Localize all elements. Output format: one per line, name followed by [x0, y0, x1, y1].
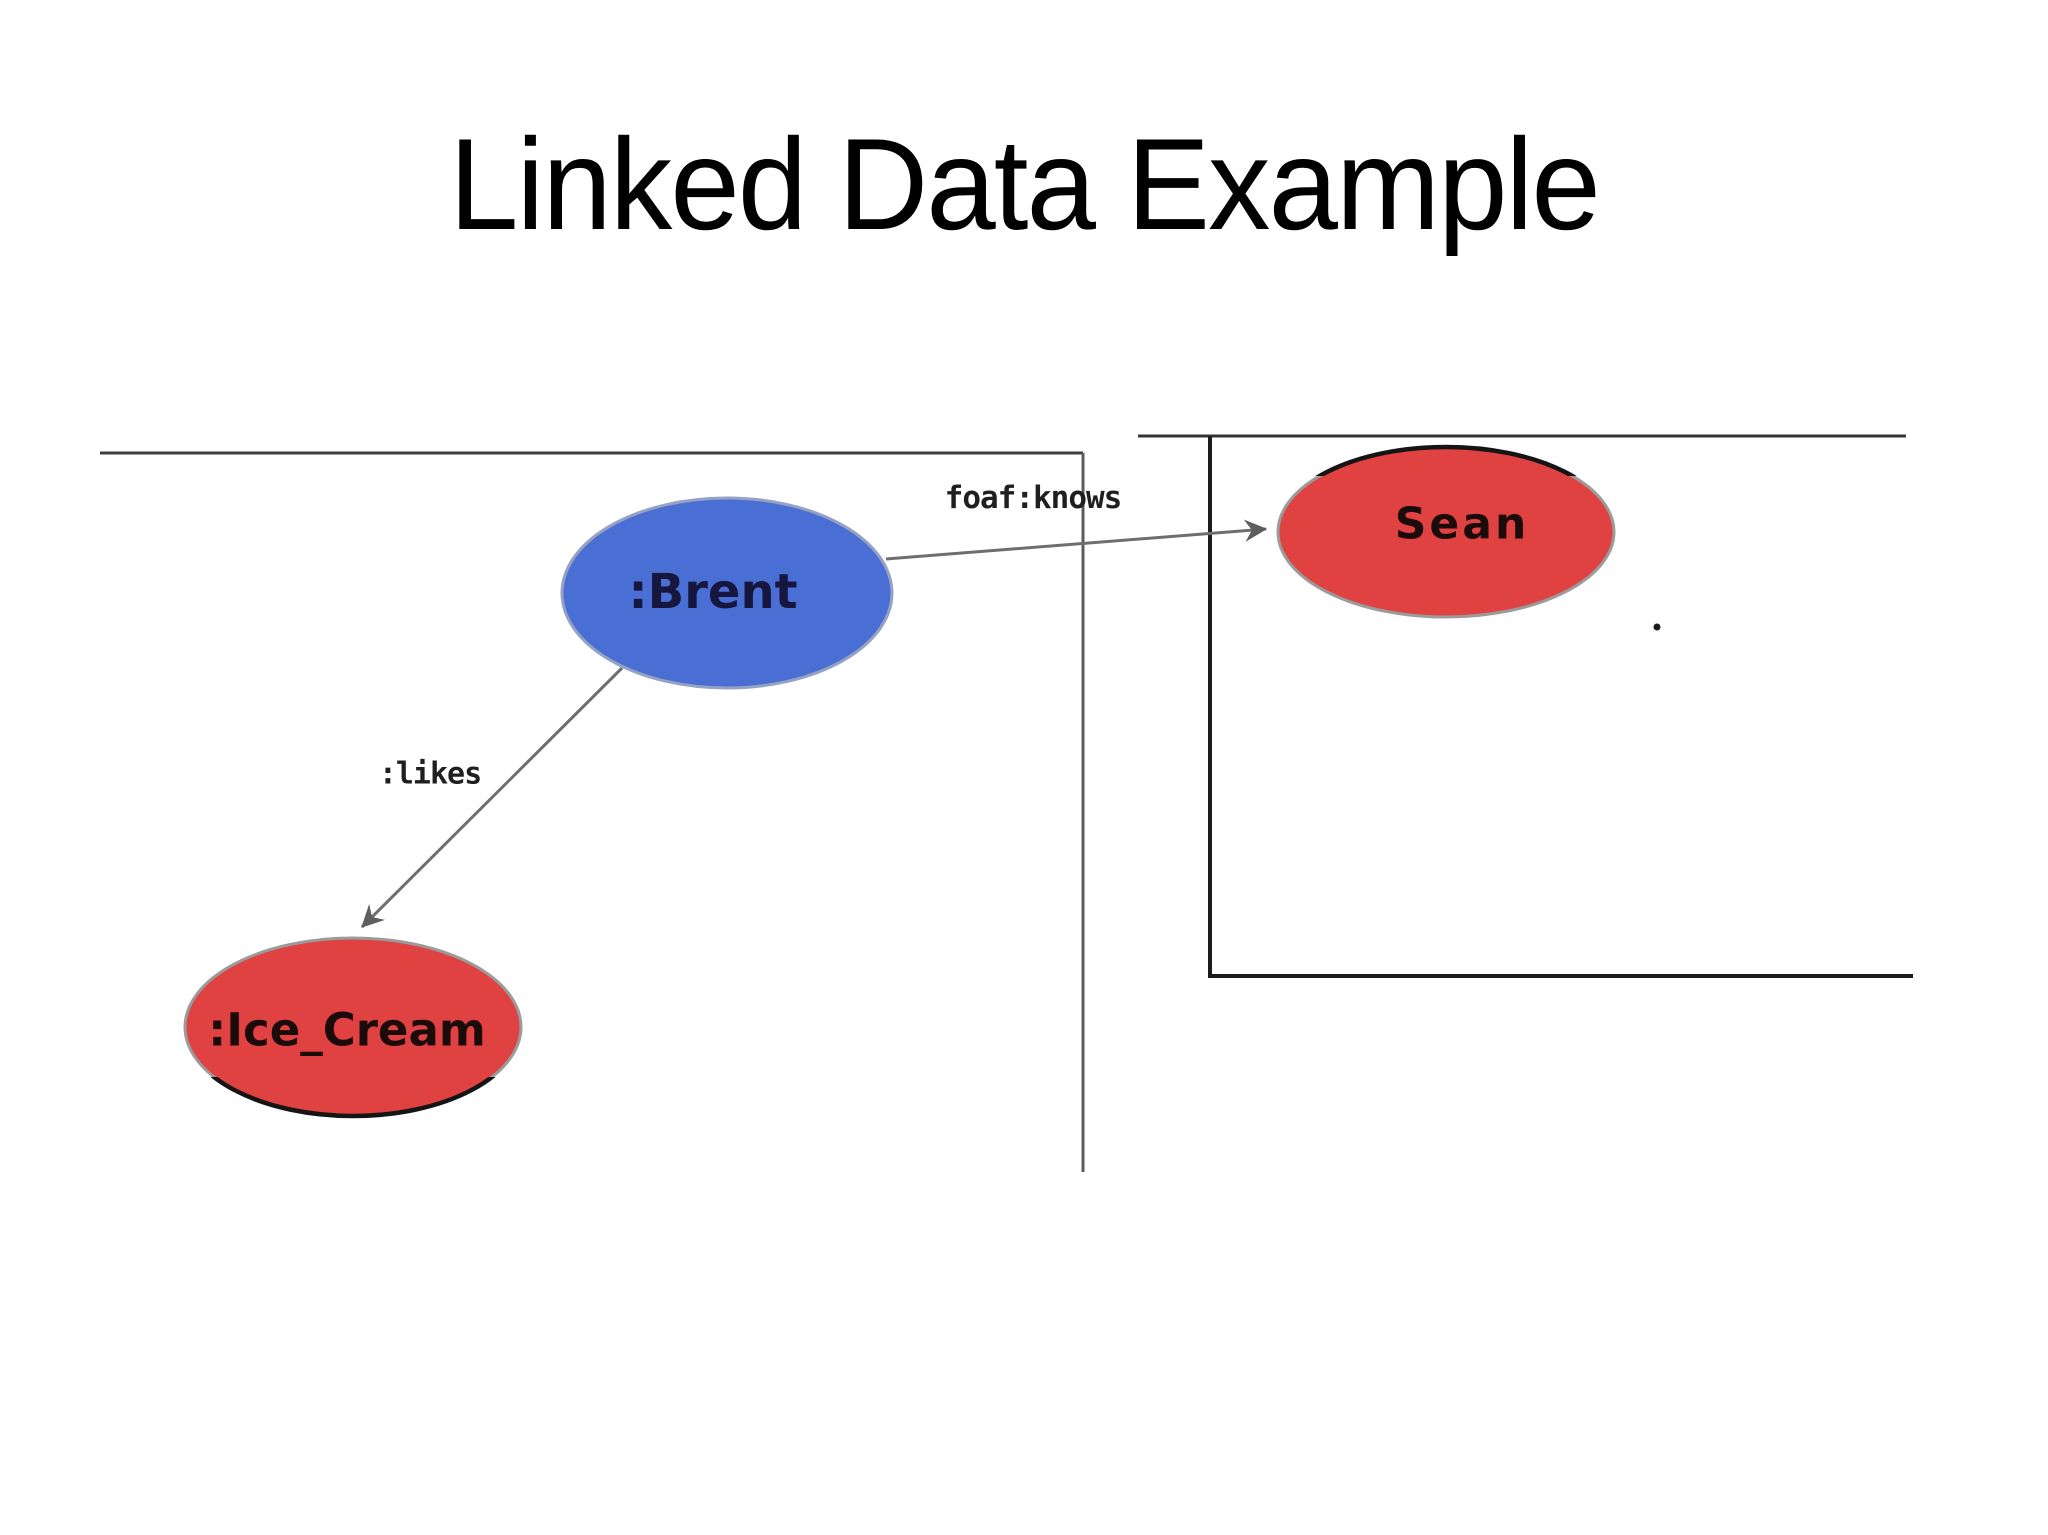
stray-dot [1653, 623, 1661, 631]
node-brent-ellipse [560, 496, 894, 690]
node-sean-label: Sean [1394, 498, 1530, 550]
edge-likes-label: :likes [378, 756, 482, 792]
edge-likes-arrow [360, 666, 624, 929]
edge-foaf-knows-label: foaf:knows [944, 480, 1123, 516]
node-ice-cream-ellipse-dark-bottom-edge [210, 1077, 496, 1119]
right-region-border-left-bottom [1208, 436, 1913, 978]
node-brent-label: :Brent [628, 564, 798, 620]
slide-title: Linked Data Example [449, 111, 1601, 257]
node-sean-ellipse-dark-top-edge [1315, 444, 1577, 476]
node-ice-cream-label: :Ice_Cream [208, 1003, 486, 1057]
edge-foaf-knows-arrow [885, 519, 1268, 561]
